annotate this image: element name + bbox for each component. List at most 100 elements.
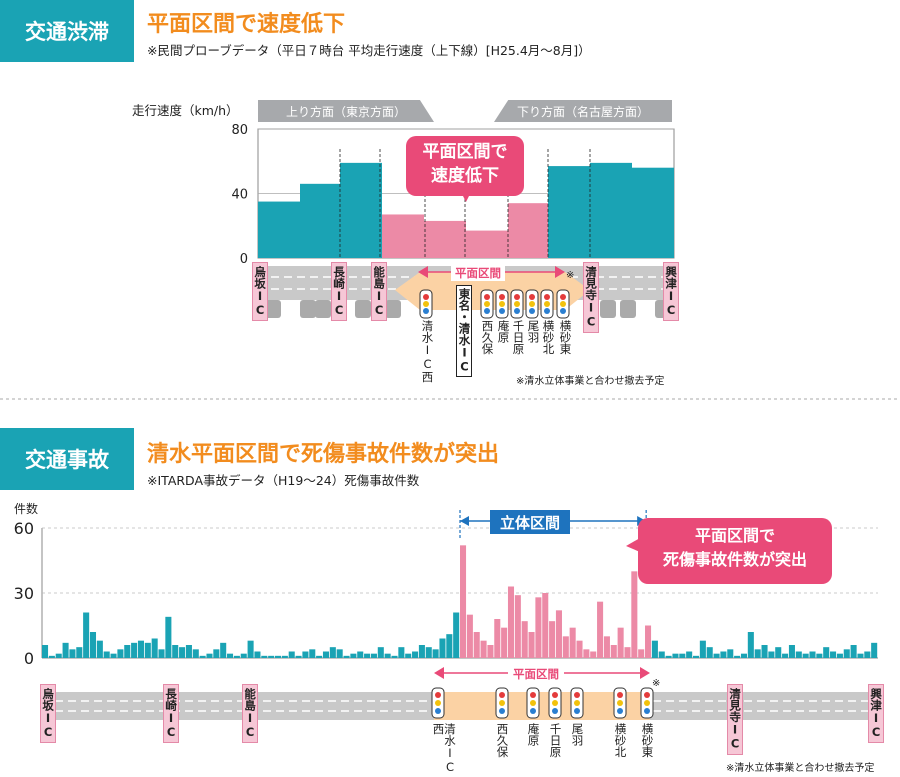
accident-bar: [302, 651, 309, 658]
accident-bar: [686, 651, 693, 658]
accident-bar: [48, 655, 55, 658]
note-bottom: ※清水立体事業と合わせ撤去予定: [726, 763, 875, 774]
ic-label-okitsu-top: 興津IC: [663, 262, 680, 321]
accident-bar: [213, 649, 220, 658]
signal-light-blue: [552, 708, 558, 714]
accident-bar: [788, 645, 795, 658]
plane-section-label-top: 平面区間: [451, 265, 505, 281]
signal-light-red: [560, 294, 566, 300]
accident-bar: [871, 642, 878, 658]
accident-bar: [391, 655, 398, 658]
accident-bar: [261, 655, 268, 658]
signal-light-red: [574, 692, 580, 698]
signal-light-yellow: [552, 700, 558, 706]
accident-bar: [398, 647, 405, 658]
signal-light-blue: [484, 308, 490, 314]
ic-label-kiyomidera-bottom: 清見寺IC: [727, 684, 744, 755]
station-label-top: 千日原: [511, 320, 526, 355]
speed-bar: [548, 166, 590, 258]
accident-bar: [494, 619, 501, 658]
ic-label-tomei-shimizu: 東名・清水IC: [456, 285, 472, 377]
accident-bar: [42, 645, 49, 658]
accident-bar: [775, 647, 782, 658]
accident-bar: [69, 649, 76, 658]
accident-bar: [336, 649, 343, 658]
accident-bar: [432, 649, 439, 658]
accident-bar: [425, 647, 432, 658]
signal-light-red: [499, 692, 505, 698]
callout-line-1: 平面区間で: [422, 142, 508, 162]
callout-line-1: 平面区間で: [694, 526, 775, 545]
accident-bar: [144, 642, 151, 658]
accident-callout: 平面区間で 死傷事故件数が突出: [638, 518, 832, 584]
station-label-bottom: 千日原: [548, 723, 563, 758]
speed-bar: [632, 167, 674, 258]
accident-bar: [199, 655, 206, 658]
accident-bar: [83, 612, 90, 658]
accident-bar: [76, 647, 83, 658]
direction-up-label: 上り方面（東京方面）: [258, 100, 434, 122]
accident-bar: [768, 651, 775, 658]
accident-bar: [384, 653, 391, 658]
accident-bar: [699, 640, 706, 658]
accident-bar: [172, 645, 179, 658]
accident-bar: [638, 649, 645, 658]
signal-light-yellow: [484, 301, 490, 307]
signal-light-red: [435, 692, 441, 698]
signal-light-blue: [514, 308, 520, 314]
section-subtitle-accident: ※ITARDA事故データ（H19～24）死傷事故件数: [147, 473, 420, 488]
ic-label-nagasaki-bottom: 長崎IC: [163, 684, 180, 743]
speed-bar: [300, 183, 340, 258]
accident-bar: [651, 640, 658, 658]
signal-light-yellow: [499, 700, 505, 706]
accident-bar: [747, 632, 754, 658]
accident-bar: [322, 651, 330, 658]
road-pillar: [355, 300, 371, 318]
accident-bar: [692, 655, 700, 658]
accident-bar: [740, 653, 748, 658]
accident-bar: [55, 653, 62, 658]
ic-label-nojima-top: 能島IC: [371, 262, 388, 321]
signal-light-blue: [435, 708, 441, 714]
signal-light-yellow: [617, 700, 623, 706]
accident-bar: [89, 632, 97, 658]
signal-light-blue: [530, 708, 536, 714]
signal-light-yellow: [560, 301, 566, 307]
ic-label-nojima-bottom: 能島IC: [242, 684, 259, 743]
accident-bar: [823, 647, 830, 658]
callout-pointer: [626, 538, 640, 552]
accident-bar: [110, 653, 117, 658]
accident-bar: [185, 645, 192, 658]
signal-light-red: [484, 294, 490, 300]
accident-bar: [350, 653, 357, 658]
station-label-top: 横砂東: [558, 320, 573, 355]
signal-light-blue: [644, 708, 650, 714]
accident-bar: [562, 636, 569, 658]
accident-bar: [576, 640, 583, 658]
accident-bar: [727, 649, 734, 658]
accident-bar: [549, 621, 556, 658]
ic-label-nagasaki-top: 長崎IC: [331, 262, 348, 321]
signal-light-blue: [499, 708, 505, 714]
accident-bar: [206, 653, 213, 658]
rittai-section-label: 立体区間: [490, 510, 570, 534]
signal-light-yellow: [499, 301, 505, 307]
accident-bar: [514, 595, 521, 658]
accident-bar: [850, 645, 857, 658]
accident-bar: [158, 649, 165, 658]
accident-bar: [233, 655, 240, 658]
ic-label-karasuzaka-bottom: 烏坂IC: [40, 684, 57, 743]
accident-bar: [254, 651, 261, 658]
accident-bar: [528, 632, 535, 658]
note-top: ※清水立体事業と合わせ撤去予定: [516, 376, 665, 387]
accident-bar: [370, 653, 377, 658]
signal-light-yellow: [423, 301, 429, 307]
signal-light-blue: [529, 308, 535, 314]
signal-light-red: [544, 294, 550, 300]
accident-bar: [754, 649, 761, 658]
accident-bar: [761, 645, 768, 658]
accident-bar: [220, 642, 227, 658]
section-divider: [0, 398, 900, 400]
accident-bar: [281, 655, 288, 658]
accident-bar: [309, 649, 316, 658]
